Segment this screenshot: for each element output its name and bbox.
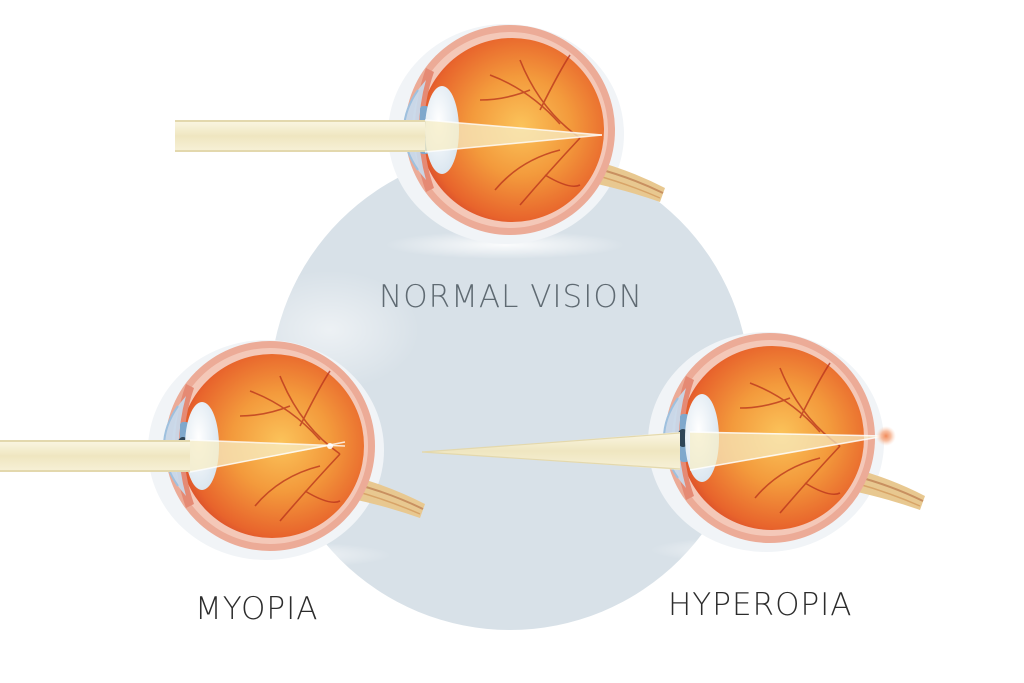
- normal-vision-label: NORMAL VISION: [379, 279, 643, 315]
- eye-normal-icon: [175, 23, 666, 245]
- eye-hyperopia-icon: [421, 331, 926, 553]
- eye-myopia-icon: [0, 339, 426, 561]
- hyperopia-label: HYPEROPIA: [668, 587, 853, 623]
- myopia-label: MYOPIA: [195, 591, 319, 627]
- background-circle: [270, 150, 750, 630]
- focal-point-icon: [876, 426, 896, 446]
